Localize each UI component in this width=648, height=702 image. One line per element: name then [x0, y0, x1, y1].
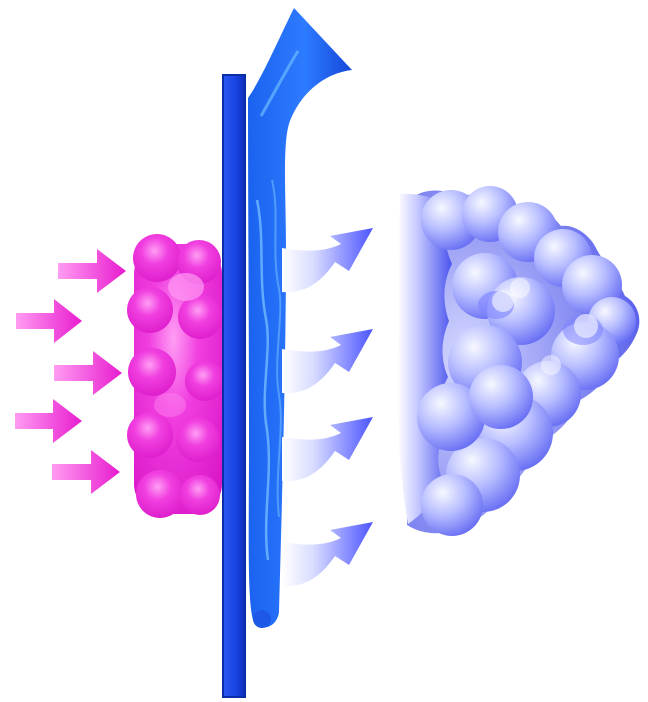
right-arrow-icon — [54, 351, 122, 395]
vertical-plate-icon — [223, 75, 245, 697]
curved-arrow-icon — [282, 522, 373, 586]
particle-cluster-icon — [127, 234, 225, 518]
curved-arrow-icon — [282, 417, 373, 481]
curved-arrow-icon — [282, 228, 373, 292]
right-arrow-icon — [15, 399, 82, 443]
liquid-film-icon — [248, 8, 352, 628]
right-arrow-icon — [58, 249, 126, 293]
right-arrow-icon — [16, 299, 82, 343]
vapor-arrows — [282, 228, 373, 586]
vapor-cloud-icon — [397, 186, 639, 536]
incoming-arrows — [15, 249, 126, 494]
curved-arrow-icon — [282, 329, 373, 393]
right-arrow-icon — [52, 450, 120, 494]
